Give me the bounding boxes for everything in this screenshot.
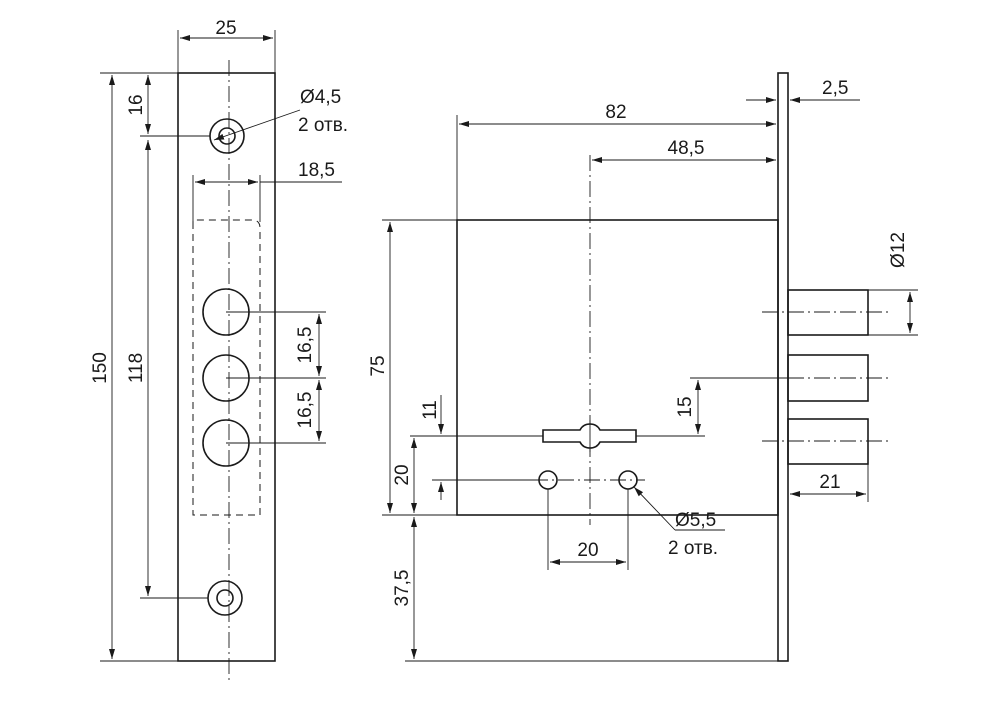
dim-front-total-height: 150	[90, 352, 111, 384]
hidden-pocket	[192, 219, 261, 516]
dim-side-screw-spacing: 20	[577, 540, 598, 561]
dim-side-bolt-projection: 21	[819, 472, 840, 493]
dim-side-screw-height: 20	[392, 464, 413, 485]
keyhole	[542, 420, 637, 452]
faceplate-outline	[177, 72, 276, 662]
label-mount-hole-count: 2 отв.	[298, 115, 348, 136]
lock-body	[456, 219, 779, 516]
side-faceplate	[777, 72, 789, 662]
dim-side-body-height: 75	[368, 355, 389, 376]
dim-side-bolt-diameter: Ø12	[888, 232, 909, 268]
mount-hole-bottom	[207, 580, 243, 616]
label-mount-hole-diameter: Ø4,5	[300, 87, 341, 108]
side-view: 2,5 82 48,5 Ø12 75 15 21 11	[368, 72, 918, 662]
mount-hole-top	[209, 118, 245, 154]
dim-side-bottom-offset: 37,5	[392, 570, 413, 607]
dim-side-key-offset: 11	[420, 400, 441, 420]
dim-side-backset: 48,5	[668, 138, 705, 159]
dim-side-bolt-pitch: 15	[675, 396, 696, 417]
dim-front-top-offset: 16	[126, 94, 147, 115]
front-view: 25 150 16 118 Ø4,5 2 отв. 18,5 16,5 16,5	[90, 18, 348, 680]
label-screw-hole-count: 2 отв.	[668, 538, 718, 559]
label-screw-hole-diameter: Ø5,5	[675, 510, 716, 531]
dim-side-body-depth: 82	[605, 102, 626, 123]
dim-front-width: 25	[215, 18, 236, 39]
dim-side-plate-thickness: 2,5	[822, 78, 848, 99]
dim-front-bolt-spacing-1: 16,5	[295, 327, 316, 364]
dim-front-bolt-spacing-2: 16,5	[295, 392, 316, 429]
dim-front-pocket-width: 18,5	[298, 160, 335, 181]
dim-front-hole-spacing: 118	[126, 353, 147, 383]
bolt-3	[787, 418, 869, 465]
bolt-1	[787, 289, 869, 336]
